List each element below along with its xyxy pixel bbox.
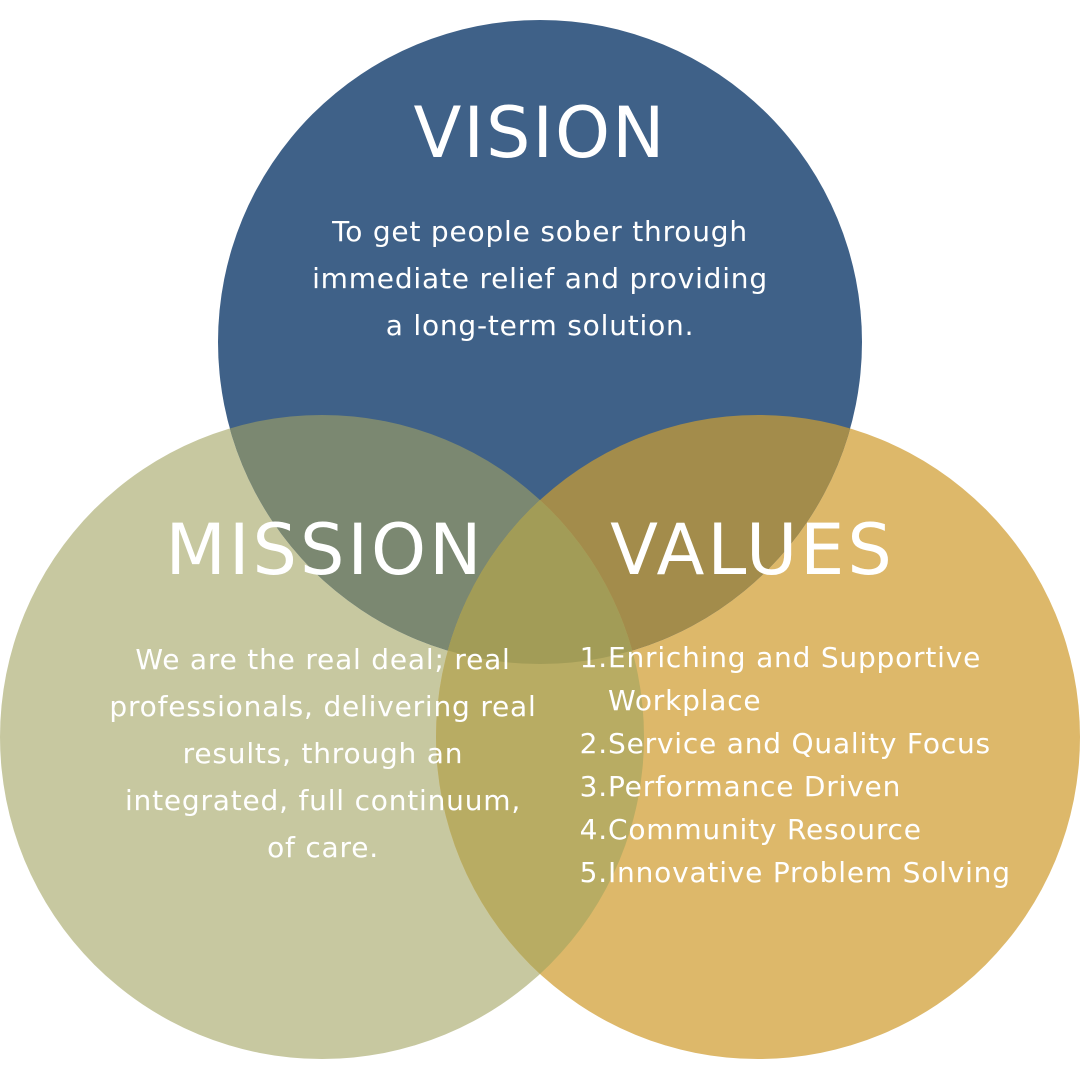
values-list-item: 1. Enriching and Supportive Workplace xyxy=(578,636,1048,722)
values-item-number: 5. xyxy=(579,856,608,889)
values-item-label: Community Resource xyxy=(608,813,922,846)
values-item-number: 4. xyxy=(579,813,608,846)
values-list-item: 4. Community Resource xyxy=(578,808,1048,851)
values-item-label: Enriching and Supportive Workplace xyxy=(608,641,982,717)
vision-heading: VISION xyxy=(413,92,667,174)
values-item-label: Performance Driven xyxy=(608,770,902,803)
mission-heading: MISSION xyxy=(165,509,485,591)
mission-statement: We are the real deal; real professionals… xyxy=(109,643,537,864)
values-heading: VALUES xyxy=(610,509,895,591)
vision-statement: To get people sober through immediate re… xyxy=(312,215,768,342)
values-item-number: 2. xyxy=(579,727,608,760)
values-item-number: 1. xyxy=(579,641,608,674)
values-item-label: Service and Quality Focus xyxy=(608,727,991,760)
values-list-item: 2. Service and Quality Focus xyxy=(578,722,1048,765)
values-item-number: 3. xyxy=(579,770,608,803)
values-list-item: 5. Innovative Problem Solving xyxy=(578,851,1048,894)
center-overlap xyxy=(436,415,644,664)
values-item-label: Innovative Problem Solving xyxy=(608,856,1011,889)
values-list: 1. Enriching and Supportive Workplace 2.… xyxy=(578,636,1048,894)
values-list-item: 3. Performance Driven xyxy=(578,765,1048,808)
